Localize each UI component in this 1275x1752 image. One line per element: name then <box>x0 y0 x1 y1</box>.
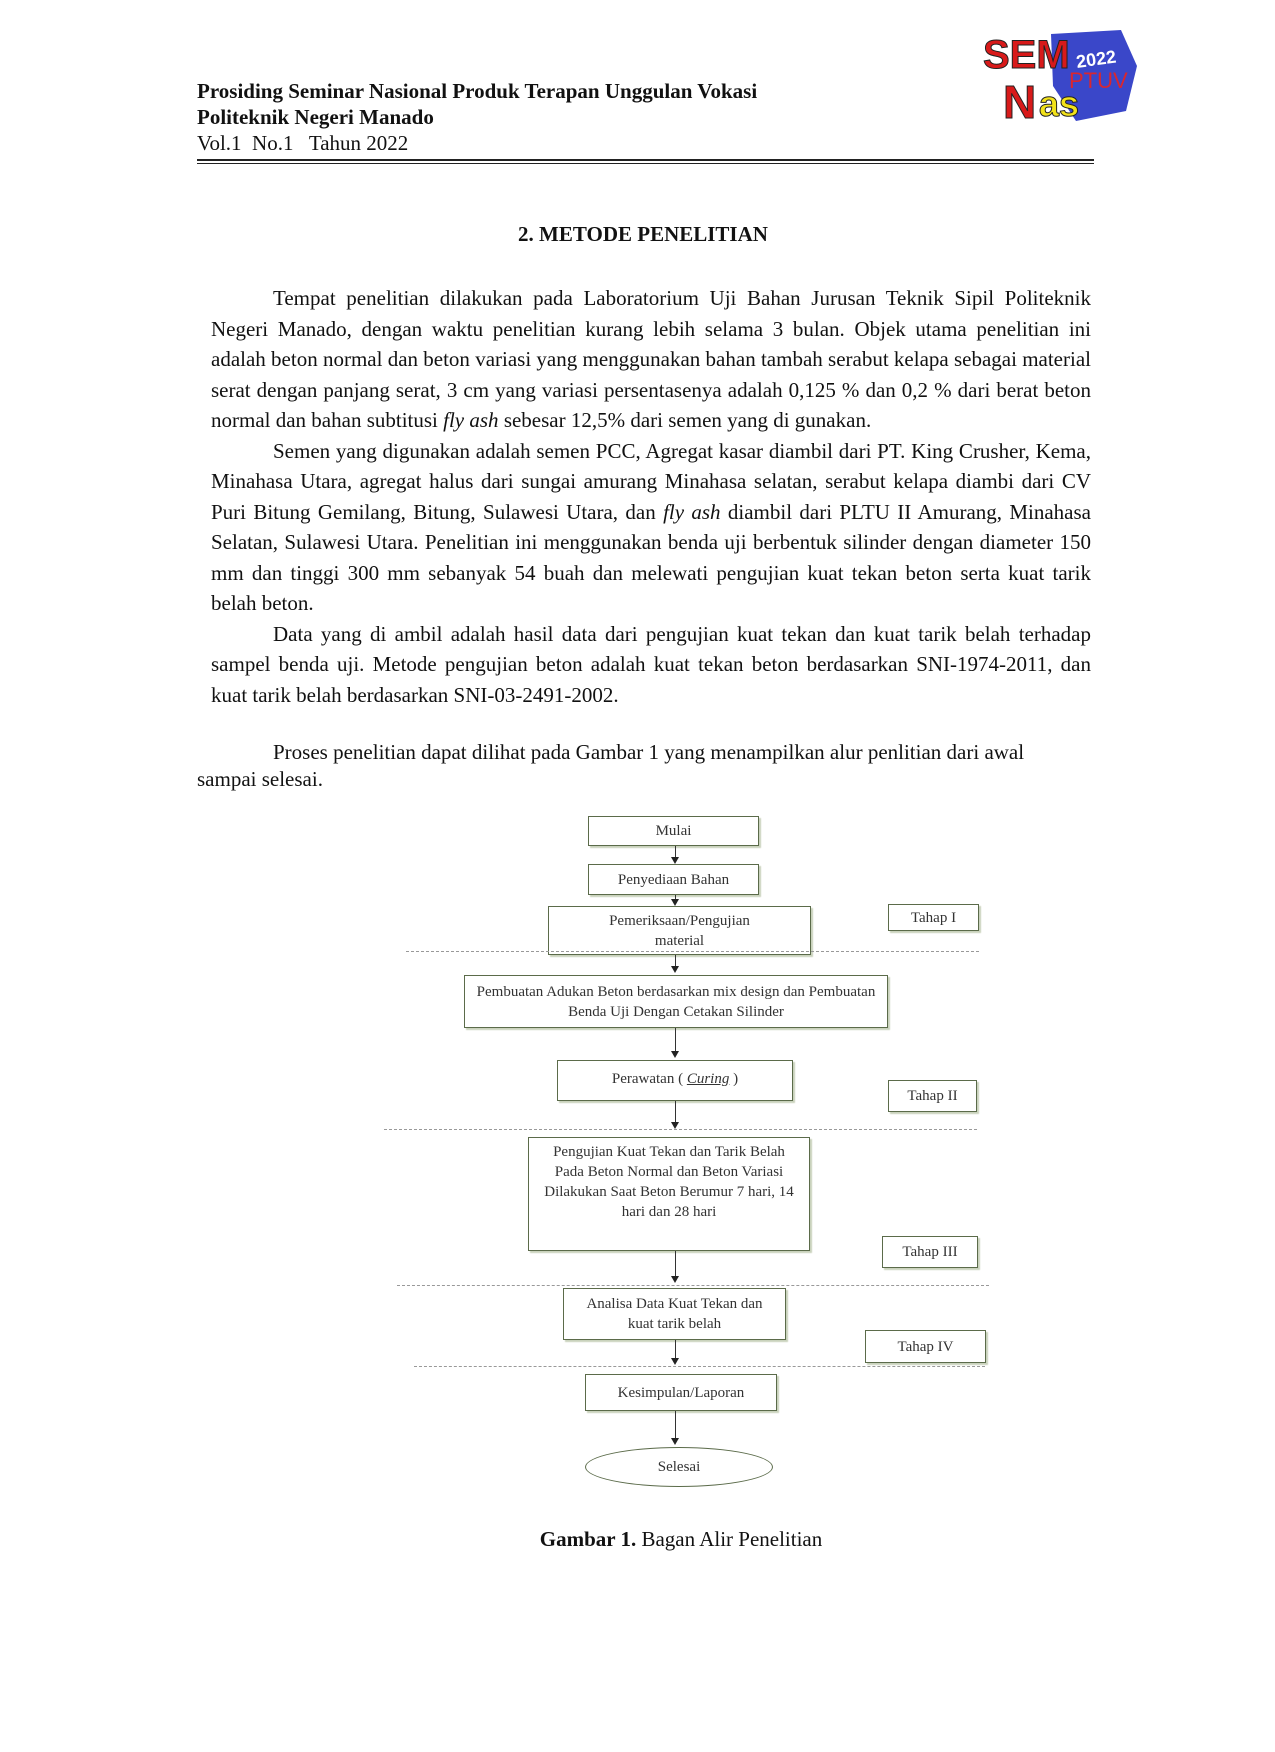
label-tahap-1: Tahap I <box>888 904 979 931</box>
text: Perawatan ( <box>611 1071 687 1087</box>
connector <box>675 1028 676 1052</box>
header-rule <box>197 159 1094 161</box>
connector <box>675 895 676 900</box>
connector <box>675 846 676 858</box>
label-tahap-2: Tahap II <box>888 1080 977 1112</box>
text: Tempat penelitian dilakukan pada Laborat… <box>211 286 1091 432</box>
label-tahap-4: Tahap IV <box>865 1330 986 1363</box>
semnas-logo: SEM 2022 PTUV N as <box>983 30 1137 126</box>
flow-penyediaan: Penyediaan Bahan <box>588 864 759 895</box>
text: diambil dari PLTU II Amurang, Minahasa S… <box>211 499 1091 616</box>
connector <box>675 1251 676 1277</box>
volume-info: Vol.1 No.1 Tahun 2022 <box>197 131 409 155</box>
svg-text:PTUV: PTUV <box>1069 68 1128 93</box>
flow-pemeriksaan: Pemeriksaan/Pengujian material <box>548 906 811 955</box>
arrow-down-icon <box>671 857 679 864</box>
arrow-down-icon <box>671 966 679 973</box>
connector <box>675 1411 676 1439</box>
caption-label: Gambar 1. <box>539 1527 637 1551</box>
flow-pengujian: Pengujian Kuat Tekan dan Tarik Belah Pad… <box>528 1137 810 1251</box>
connector <box>675 1340 676 1359</box>
arrow-down-icon <box>671 1122 679 1129</box>
text: Semen yang digunakan adalah semen PCC, A… <box>211 438 1091 524</box>
connector <box>675 955 676 967</box>
arrow-down-icon <box>671 1438 679 1445</box>
stage-divider <box>414 1366 985 1367</box>
section-heading: 2. METODE PENELITIAN <box>518 222 768 246</box>
flow-perawatan: Perawatan ( Curing ) <box>557 1060 793 1101</box>
arrow-down-icon <box>671 1358 679 1365</box>
svg-text:SEM: SEM <box>983 33 1070 77</box>
flow-selesai: Selesai <box>585 1447 773 1487</box>
caption-text: Bagan Alir Penelitian <box>636 1527 823 1551</box>
flow-kesimpulan: Kesimpulan/Laporan <box>585 1374 777 1411</box>
text: ) <box>729 1071 739 1087</box>
italic-term: Curing <box>686 1071 730 1087</box>
label-tahap-3: Tahap III <box>882 1236 978 1268</box>
paragraph-2: Semen yang digunakan adalah semen PCC, A… <box>211 436 1091 619</box>
svg-text:N: N <box>1003 76 1036 126</box>
stage-divider <box>397 1285 989 1286</box>
flow-analisa: Analisa Data Kuat Tekan dan kuat tarik b… <box>563 1288 786 1340</box>
arrow-down-icon <box>671 1051 679 1058</box>
flow-pembuatan: Pembuatan Adukan Beton berdasarkan mix d… <box>464 975 888 1028</box>
paragraph-1: Tempat penelitian dilakukan pada Laborat… <box>211 283 1091 436</box>
header-rule-thin <box>197 163 1094 164</box>
arrow-down-icon <box>671 899 679 906</box>
arrow-down-icon <box>671 1276 679 1283</box>
connector <box>675 1101 676 1123</box>
italic-term: fly ash <box>443 408 499 432</box>
text: sebesar 12,5% dari semen yang di gunakan… <box>498 408 872 432</box>
paragraph-3: Data yang di ambil adalah hasil data dar… <box>211 621 1091 707</box>
journal-title: Prosiding Seminar Nasional Produk Terapa… <box>197 79 758 103</box>
section-body: Tempat penelitian dilakukan pada Laborat… <box>211 283 1091 710</box>
svg-text:as: as <box>1039 83 1079 124</box>
figure-caption: Gambar 1. Bagan Alir Penelitian <box>0 1527 1275 1552</box>
stage-divider <box>384 1129 977 1130</box>
paragraph-4: Proses penelitian dapat dilihat pada Gam… <box>197 740 1025 791</box>
institution: Politeknik Negeri Manado <box>197 105 434 129</box>
flow-mulai: Mulai <box>588 816 759 846</box>
stage-divider <box>406 951 979 952</box>
italic-term: fly ash <box>663 499 721 524</box>
